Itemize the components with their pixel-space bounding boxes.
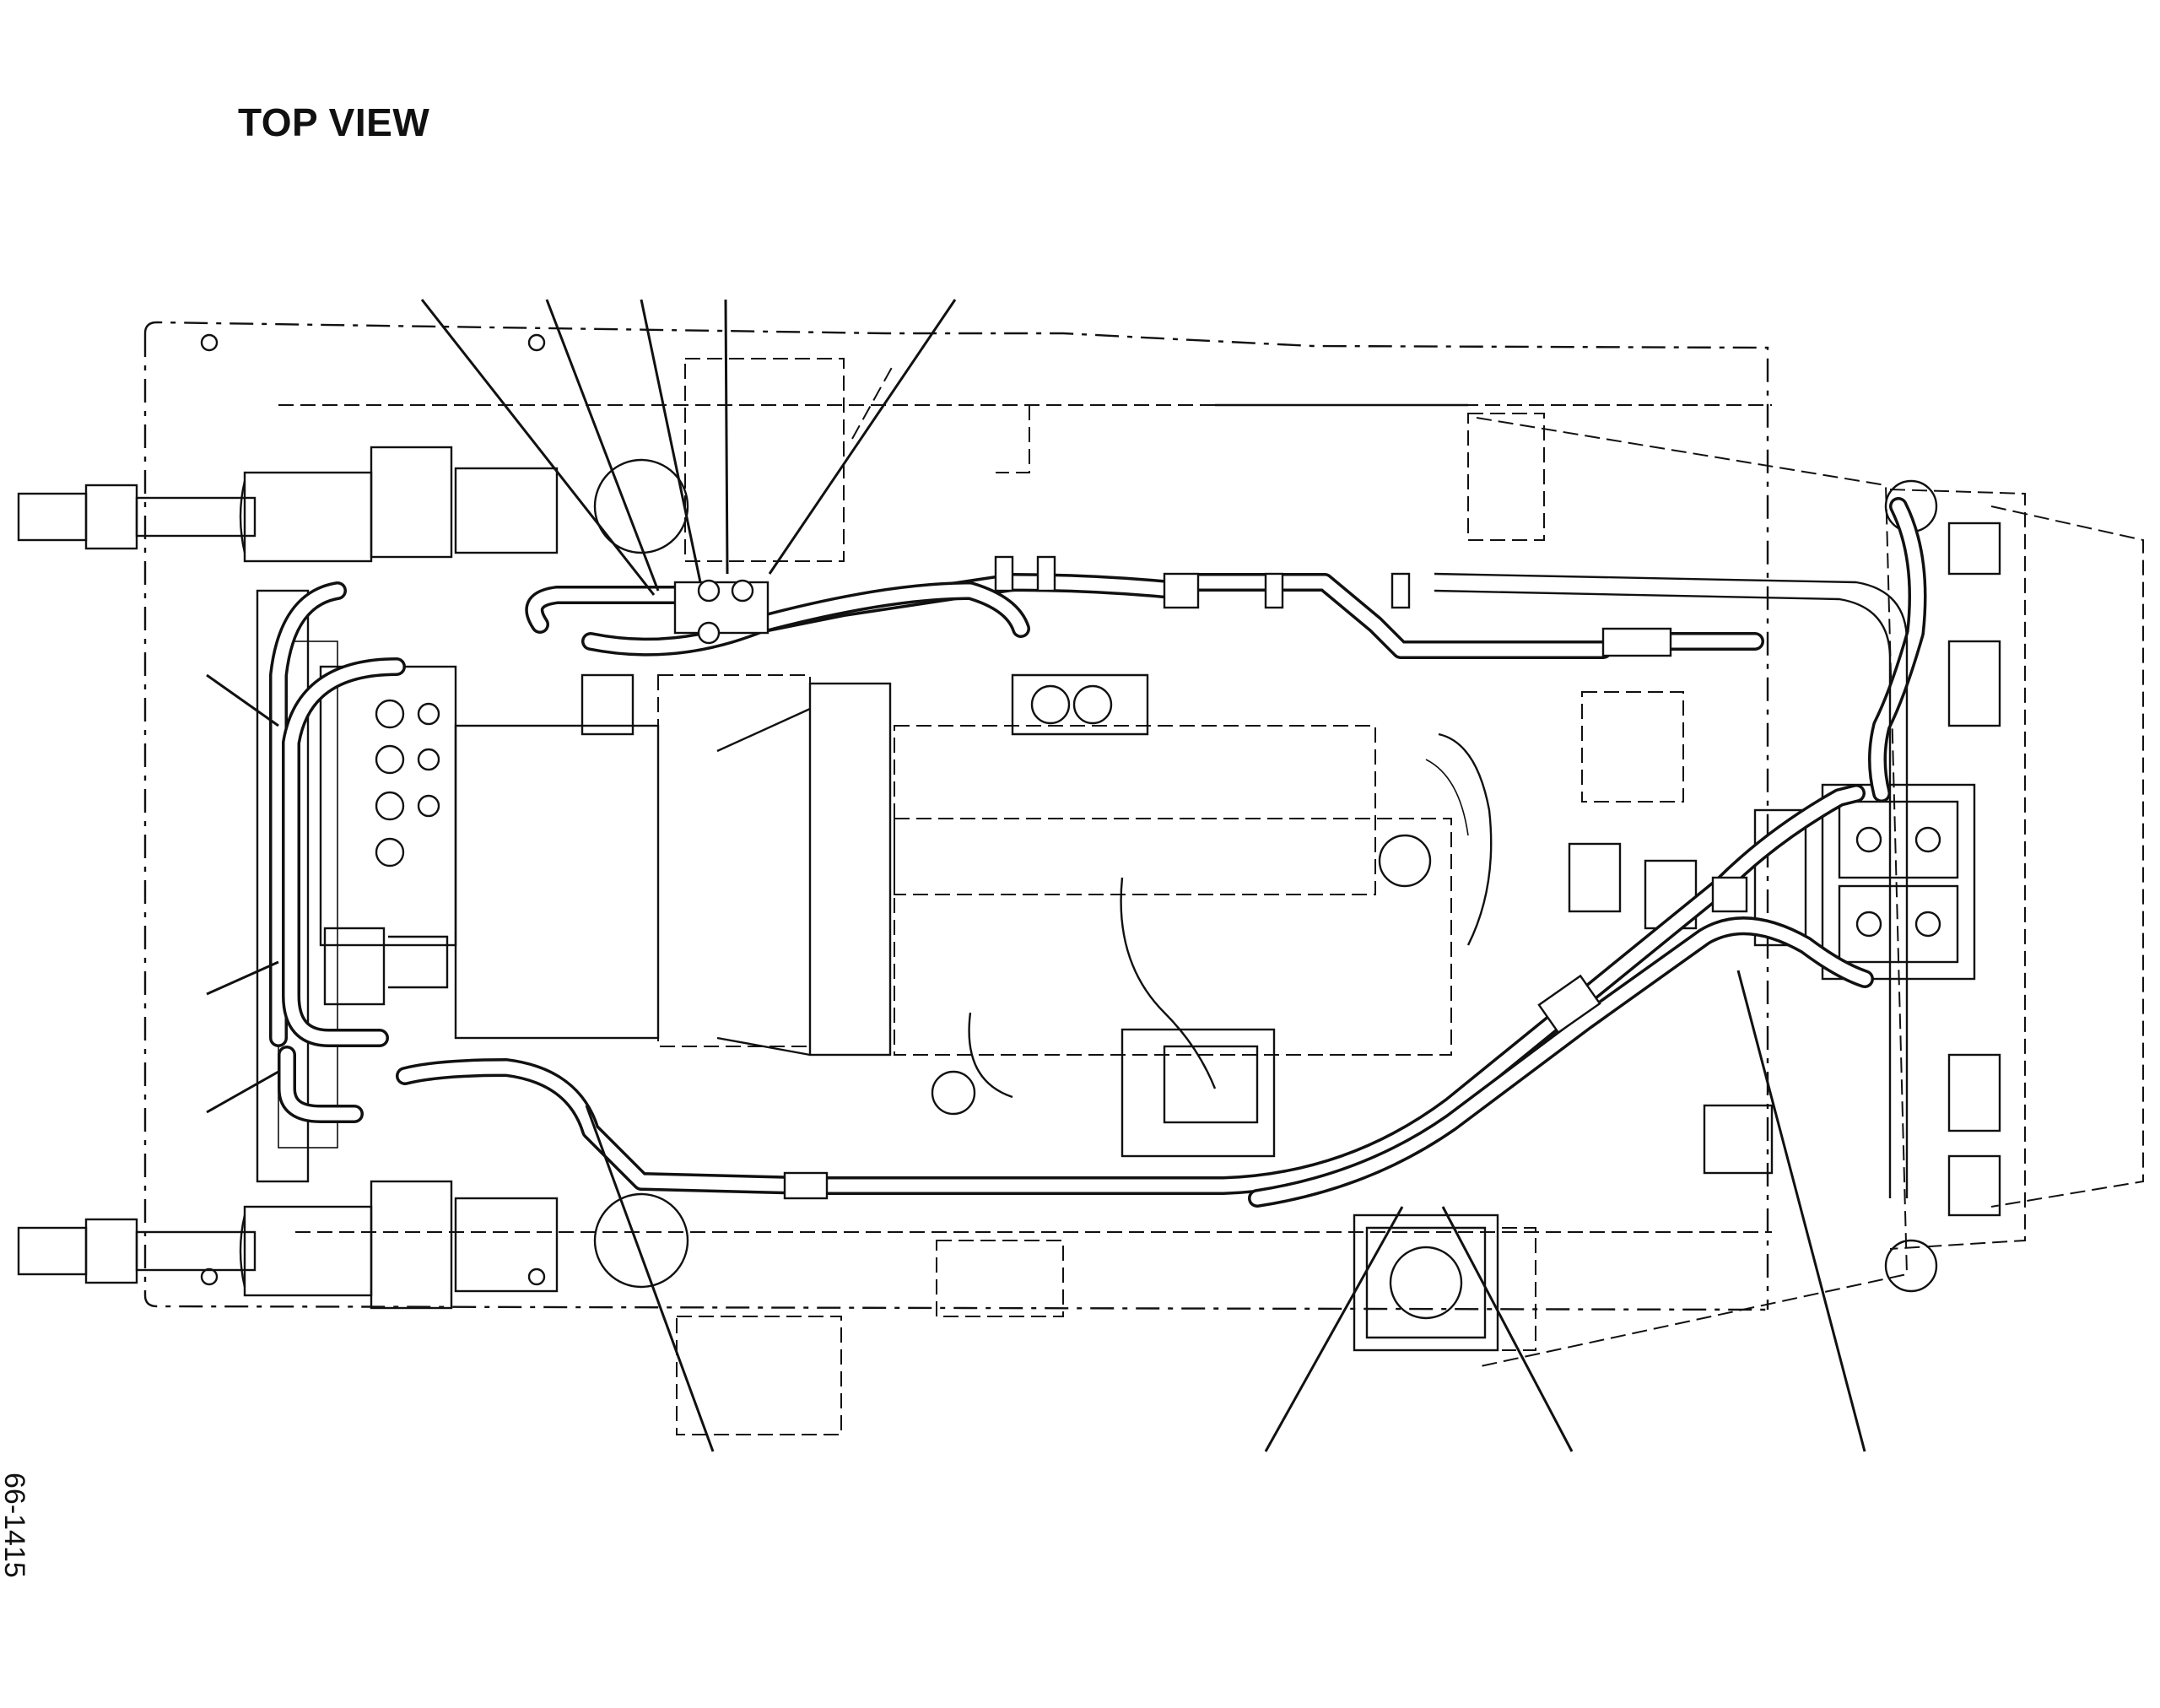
upper-frame-blocks <box>684 358 1545 562</box>
valve-icon <box>1753 783 1976 981</box>
fittings <box>673 555 1748 1200</box>
leader-5 <box>768 299 957 575</box>
leader-7 <box>206 960 279 996</box>
engine-center <box>657 673 1493 1158</box>
cylinder-left-bottom <box>17 1205 373 1297</box>
cylinder-left-top <box>17 471 373 563</box>
leader-6 <box>206 673 279 727</box>
hoses <box>269 497 1927 1208</box>
page-title: TOP VIEW <box>238 100 430 144</box>
leader-3 <box>640 299 702 583</box>
leader-11 <box>1441 1206 1574 1452</box>
leader-10 <box>1264 1206 1404 1452</box>
leader-8 <box>206 1070 279 1114</box>
callout-leaders <box>206 299 1866 1452</box>
leader-12 <box>1736 970 1866 1452</box>
leader-1 <box>420 299 656 596</box>
leader-2 <box>545 299 660 592</box>
leader-9 <box>585 1105 715 1452</box>
lower-frame-blocks <box>676 1213 1536 1435</box>
left-valve-bank <box>319 665 660 1040</box>
left-mounts <box>256 446 689 1310</box>
chassis-outline <box>143 321 2144 1368</box>
leader-4 <box>724 299 729 575</box>
